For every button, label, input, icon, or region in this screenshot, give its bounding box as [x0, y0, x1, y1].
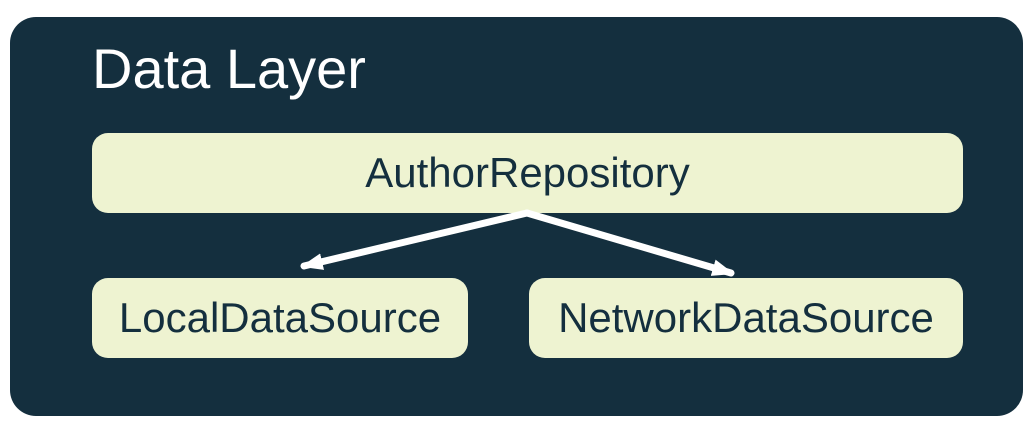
node-author-repository: AuthorRepository: [92, 133, 963, 213]
node-local-data-source-label: LocalDataSource: [118, 294, 442, 341]
data-layer-group: Data Layer AuthorRepository LocalDataSou…: [10, 17, 1023, 416]
node-network-data-source: NetworkDataSource: [529, 278, 963, 358]
node-network-data-source-label: NetworkDataSource: [558, 294, 934, 341]
node-local-data-source: LocalDataSource: [92, 278, 468, 358]
node-author-repository-label: AuthorRepository: [365, 149, 690, 196]
group-title: Data Layer: [92, 37, 366, 100]
